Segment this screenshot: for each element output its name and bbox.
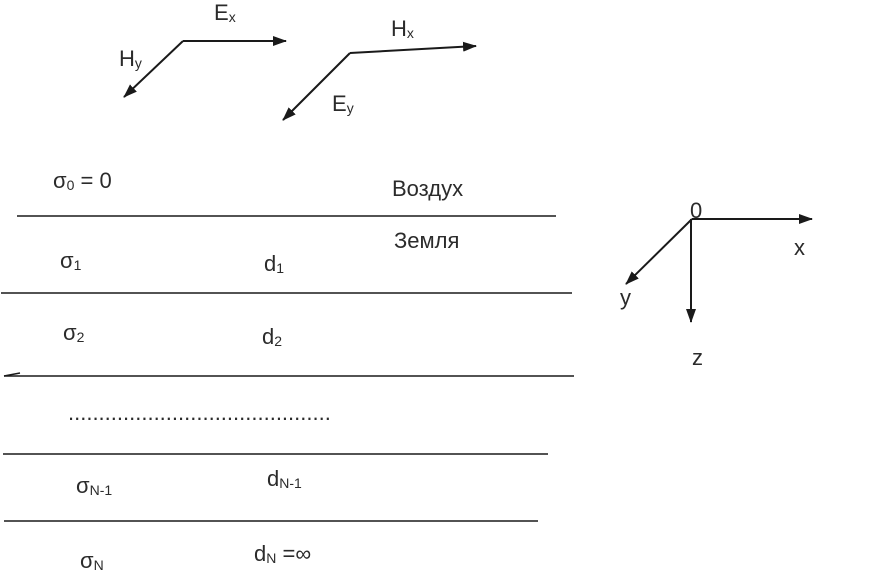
y-axis-arrow bbox=[625, 218, 693, 285]
layer-2-sigma: σ2 bbox=[63, 320, 85, 345]
layer-n-1-thickness: dN-1 bbox=[267, 466, 302, 491]
boundary-2-tick bbox=[3, 372, 21, 377]
layer-n-1-sigma: σN-1 bbox=[76, 473, 112, 498]
ey-label: Ey bbox=[332, 91, 354, 116]
hy-label: Hy bbox=[119, 46, 142, 71]
layer-1-thickness: d1 bbox=[264, 251, 284, 276]
ex-label: Ex bbox=[214, 0, 236, 25]
air-label: Воздух bbox=[392, 176, 463, 201]
hx-arrow bbox=[349, 41, 477, 54]
field-vectors-right: Hx Ey bbox=[282, 16, 477, 121]
x-axis-label: x bbox=[794, 235, 805, 260]
hy-arrow bbox=[123, 40, 184, 98]
layer-n-thickness: dN =∞ bbox=[254, 541, 311, 566]
layer-n-sigma: σN bbox=[80, 548, 104, 571]
layer-1-sigma: σ1 bbox=[60, 248, 82, 273]
layer-2-thickness: d2 bbox=[262, 324, 282, 349]
ey-arrow bbox=[282, 52, 351, 121]
earth-label: Земля bbox=[394, 228, 459, 253]
y-axis-label: y bbox=[620, 285, 631, 310]
origin-label: 0 bbox=[690, 198, 702, 223]
layers-ellipsis: ........................................… bbox=[68, 400, 331, 425]
z-axis-label: z bbox=[692, 345, 703, 370]
hx-label: Hx bbox=[391, 16, 414, 41]
air-sigma-label: σ0 = 0 bbox=[53, 168, 112, 193]
coordinate-axes: 0 x y z bbox=[620, 198, 813, 370]
field-vectors-left: Ex Hy bbox=[119, 0, 287, 98]
